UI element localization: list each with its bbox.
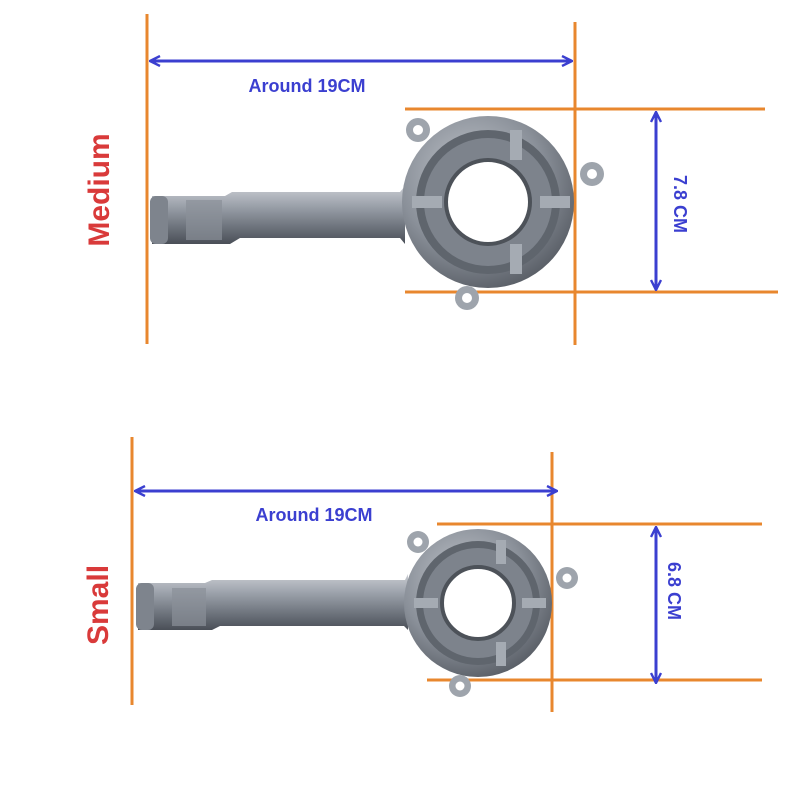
medium-length-label: Around 19CM [249,76,366,96]
medium-diameter-label: 7.8 CM [670,175,690,233]
small-length-label: Around 19CM [256,505,373,525]
small-size-label: Small [82,565,115,645]
small-section: Small Around 19CM 6.8 CM [82,437,762,712]
medium-size-label: Medium [83,133,116,246]
small-diameter-label: 6.8 CM [664,562,684,620]
medium-burner-image [150,116,604,310]
small-burner-image [136,529,578,697]
medium-section: Medium Around 19CM 7.8 CM [83,14,778,345]
